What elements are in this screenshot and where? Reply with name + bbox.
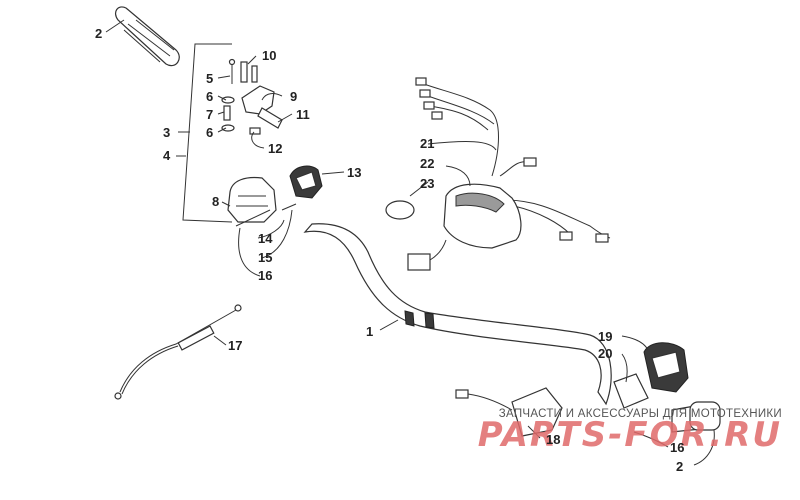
label-13: 13 [347, 165, 361, 180]
label-19: 19 [598, 329, 612, 344]
thumb-switch-face [295, 171, 317, 191]
ring-23 [385, 200, 415, 220]
lever-11 [257, 107, 283, 129]
label-7: 7 [206, 107, 213, 122]
watermark: ЗАПЧАСТИ И АКСЕССУАРЫ ДЛЯ МОТОТЕХНИКИ PA… [478, 408, 782, 455]
label-5: 5 [206, 71, 213, 86]
label-12: 12 [268, 141, 282, 156]
screw-14 [235, 209, 271, 227]
guard-wire [467, 393, 513, 411]
cable-end [234, 304, 242, 312]
pin-10b [251, 65, 258, 83]
connector-c [423, 101, 435, 110]
label-18: 18 [546, 432, 560, 447]
harness-wire-3 [429, 105, 489, 131]
left-switch-housing [227, 176, 297, 227]
clip-12 [249, 127, 261, 135]
connector-f [559, 231, 573, 241]
cable-line [119, 309, 237, 393]
left-grip-texture [123, 19, 175, 63]
guard-connector [455, 389, 469, 399]
cable-line-2 [121, 345, 179, 395]
label-10: 10 [262, 48, 276, 63]
cable-adjuster [177, 325, 215, 351]
connector-e [523, 157, 537, 167]
left-grip [114, 6, 180, 67]
guard-body [511, 387, 563, 437]
washer-6b [221, 124, 235, 132]
connector-g [595, 233, 609, 243]
left-grip-body [114, 6, 180, 67]
label-17: 17 [228, 338, 242, 353]
harness-wire-6 [513, 205, 571, 235]
washer-6a [221, 96, 235, 104]
label-8: 8 [212, 194, 219, 209]
label-16-left: 16 [258, 268, 272, 283]
module-plug [407, 253, 431, 271]
pin-10a [240, 61, 248, 83]
part-labels: 2 10 5 9 6 11 7 6 3 12 4 13 8 14 15 16 1… [95, 26, 684, 474]
lever-bracket-9 [241, 85, 275, 115]
label-23: 23 [420, 176, 434, 191]
control-module [407, 183, 522, 271]
label-2-top: 2 [95, 26, 102, 41]
label-2-bottom: 2 [676, 459, 683, 474]
handlebar-tube [303, 223, 612, 406]
screw-15 [281, 203, 297, 211]
label-4: 4 [163, 148, 171, 163]
label-22: 22 [420, 156, 434, 171]
right-grip-end [689, 401, 721, 431]
screw-5-head [228, 58, 236, 66]
right-grip [671, 401, 721, 433]
throttle-cable [114, 304, 242, 400]
label-9: 9 [290, 89, 297, 104]
guard-18 [455, 387, 563, 437]
label-3: 3 [163, 125, 170, 140]
label-1: 1 [366, 324, 373, 339]
right-switch [613, 342, 689, 409]
watermark-tagline: ЗАПЧАСТИ И АКСЕССУАРЫ ДЛЯ МОТОТЕХНИКИ [499, 408, 782, 420]
connector-b [419, 89, 431, 98]
left-switch-body [227, 176, 277, 223]
module-plug-wire [429, 239, 447, 261]
left-bracket-frame [182, 43, 233, 223]
spacer-7 [223, 105, 231, 121]
bracket-20 [613, 373, 649, 409]
label-16-right: 16 [670, 440, 684, 455]
label-20: 20 [598, 346, 612, 361]
handlebar-band-right [424, 312, 435, 329]
leader-lines [105, 19, 715, 466]
label-14: 14 [258, 231, 273, 246]
connector-a [415, 77, 427, 86]
label-15: 15 [258, 250, 272, 265]
watermark-logo: PARTS-FOR.RU [478, 415, 782, 455]
label-21: 21 [420, 136, 434, 151]
left-switch-detail [236, 195, 268, 207]
module-top [455, 192, 505, 213]
label-6-bottom: 6 [206, 125, 213, 140]
handlebar-band-left [404, 310, 415, 327]
lever-assembly [221, 58, 283, 135]
connector-d [431, 111, 443, 120]
label-6-top: 6 [206, 89, 213, 104]
right-switch-face [651, 351, 681, 379]
harness-wire-2 [427, 95, 495, 125]
wiring-harness [415, 77, 611, 243]
thumb-switch [289, 165, 323, 199]
handlebar [303, 223, 612, 406]
harness-wire-1 [423, 83, 499, 177]
cable-end-2 [114, 392, 122, 400]
label-11: 11 [296, 107, 310, 122]
